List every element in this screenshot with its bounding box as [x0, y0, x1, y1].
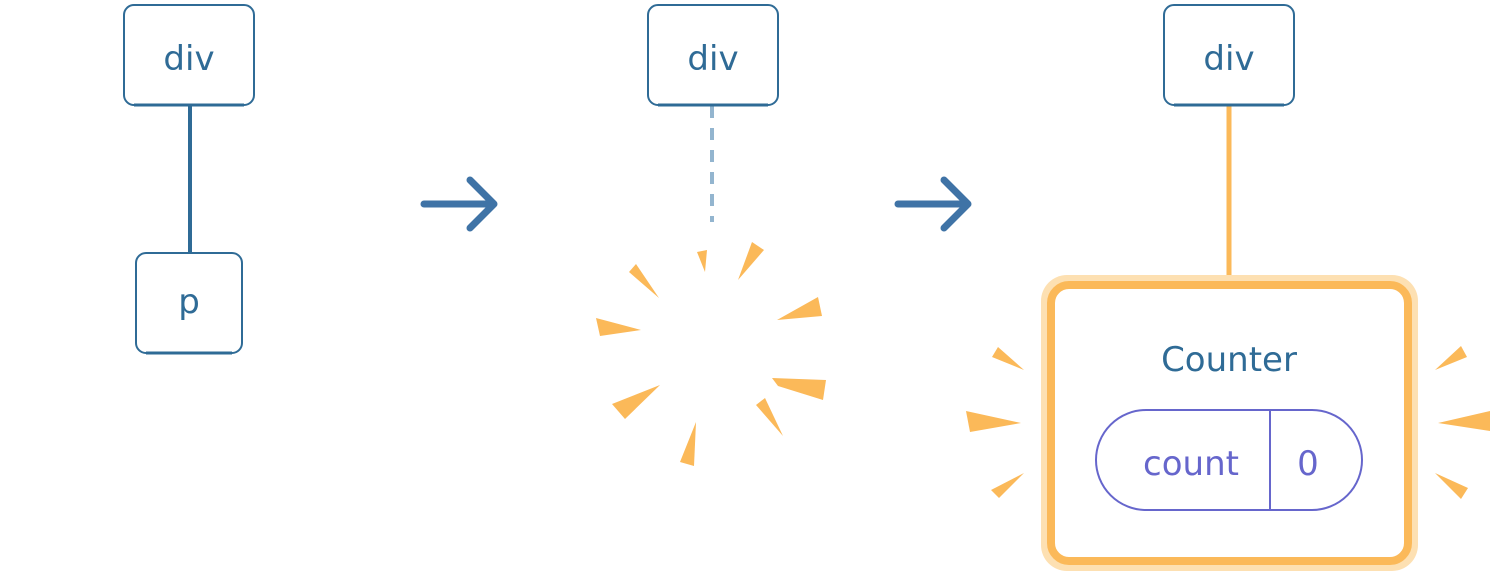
div-node: div: [123, 4, 255, 107]
sparkle-burst-icon: [596, 242, 826, 466]
p-node: p: [135, 252, 243, 355]
state-name: count: [1143, 444, 1239, 484]
panel-after: div Counter count 0: [966, 4, 1490, 571]
right-arrow-icon: [420, 176, 498, 232]
counter-node: Counter count 0: [1041, 275, 1418, 571]
state-pill: count 0: [1095, 409, 1363, 511]
sparkle-burst-icon: [966, 346, 1490, 499]
div-node-label: div: [1203, 39, 1254, 79]
state-value: 0: [1297, 444, 1319, 484]
panel-removal: div: [596, 4, 826, 466]
panel-before: div p: [123, 4, 255, 355]
div-node: div: [647, 4, 779, 107]
div-node-label: div: [687, 39, 738, 79]
counter-node-label: Counter: [1161, 340, 1297, 380]
div-node: div: [1163, 4, 1295, 107]
right-arrow-icon: [894, 176, 972, 232]
p-node-label: p: [178, 282, 200, 322]
div-node-label: div: [163, 39, 214, 79]
